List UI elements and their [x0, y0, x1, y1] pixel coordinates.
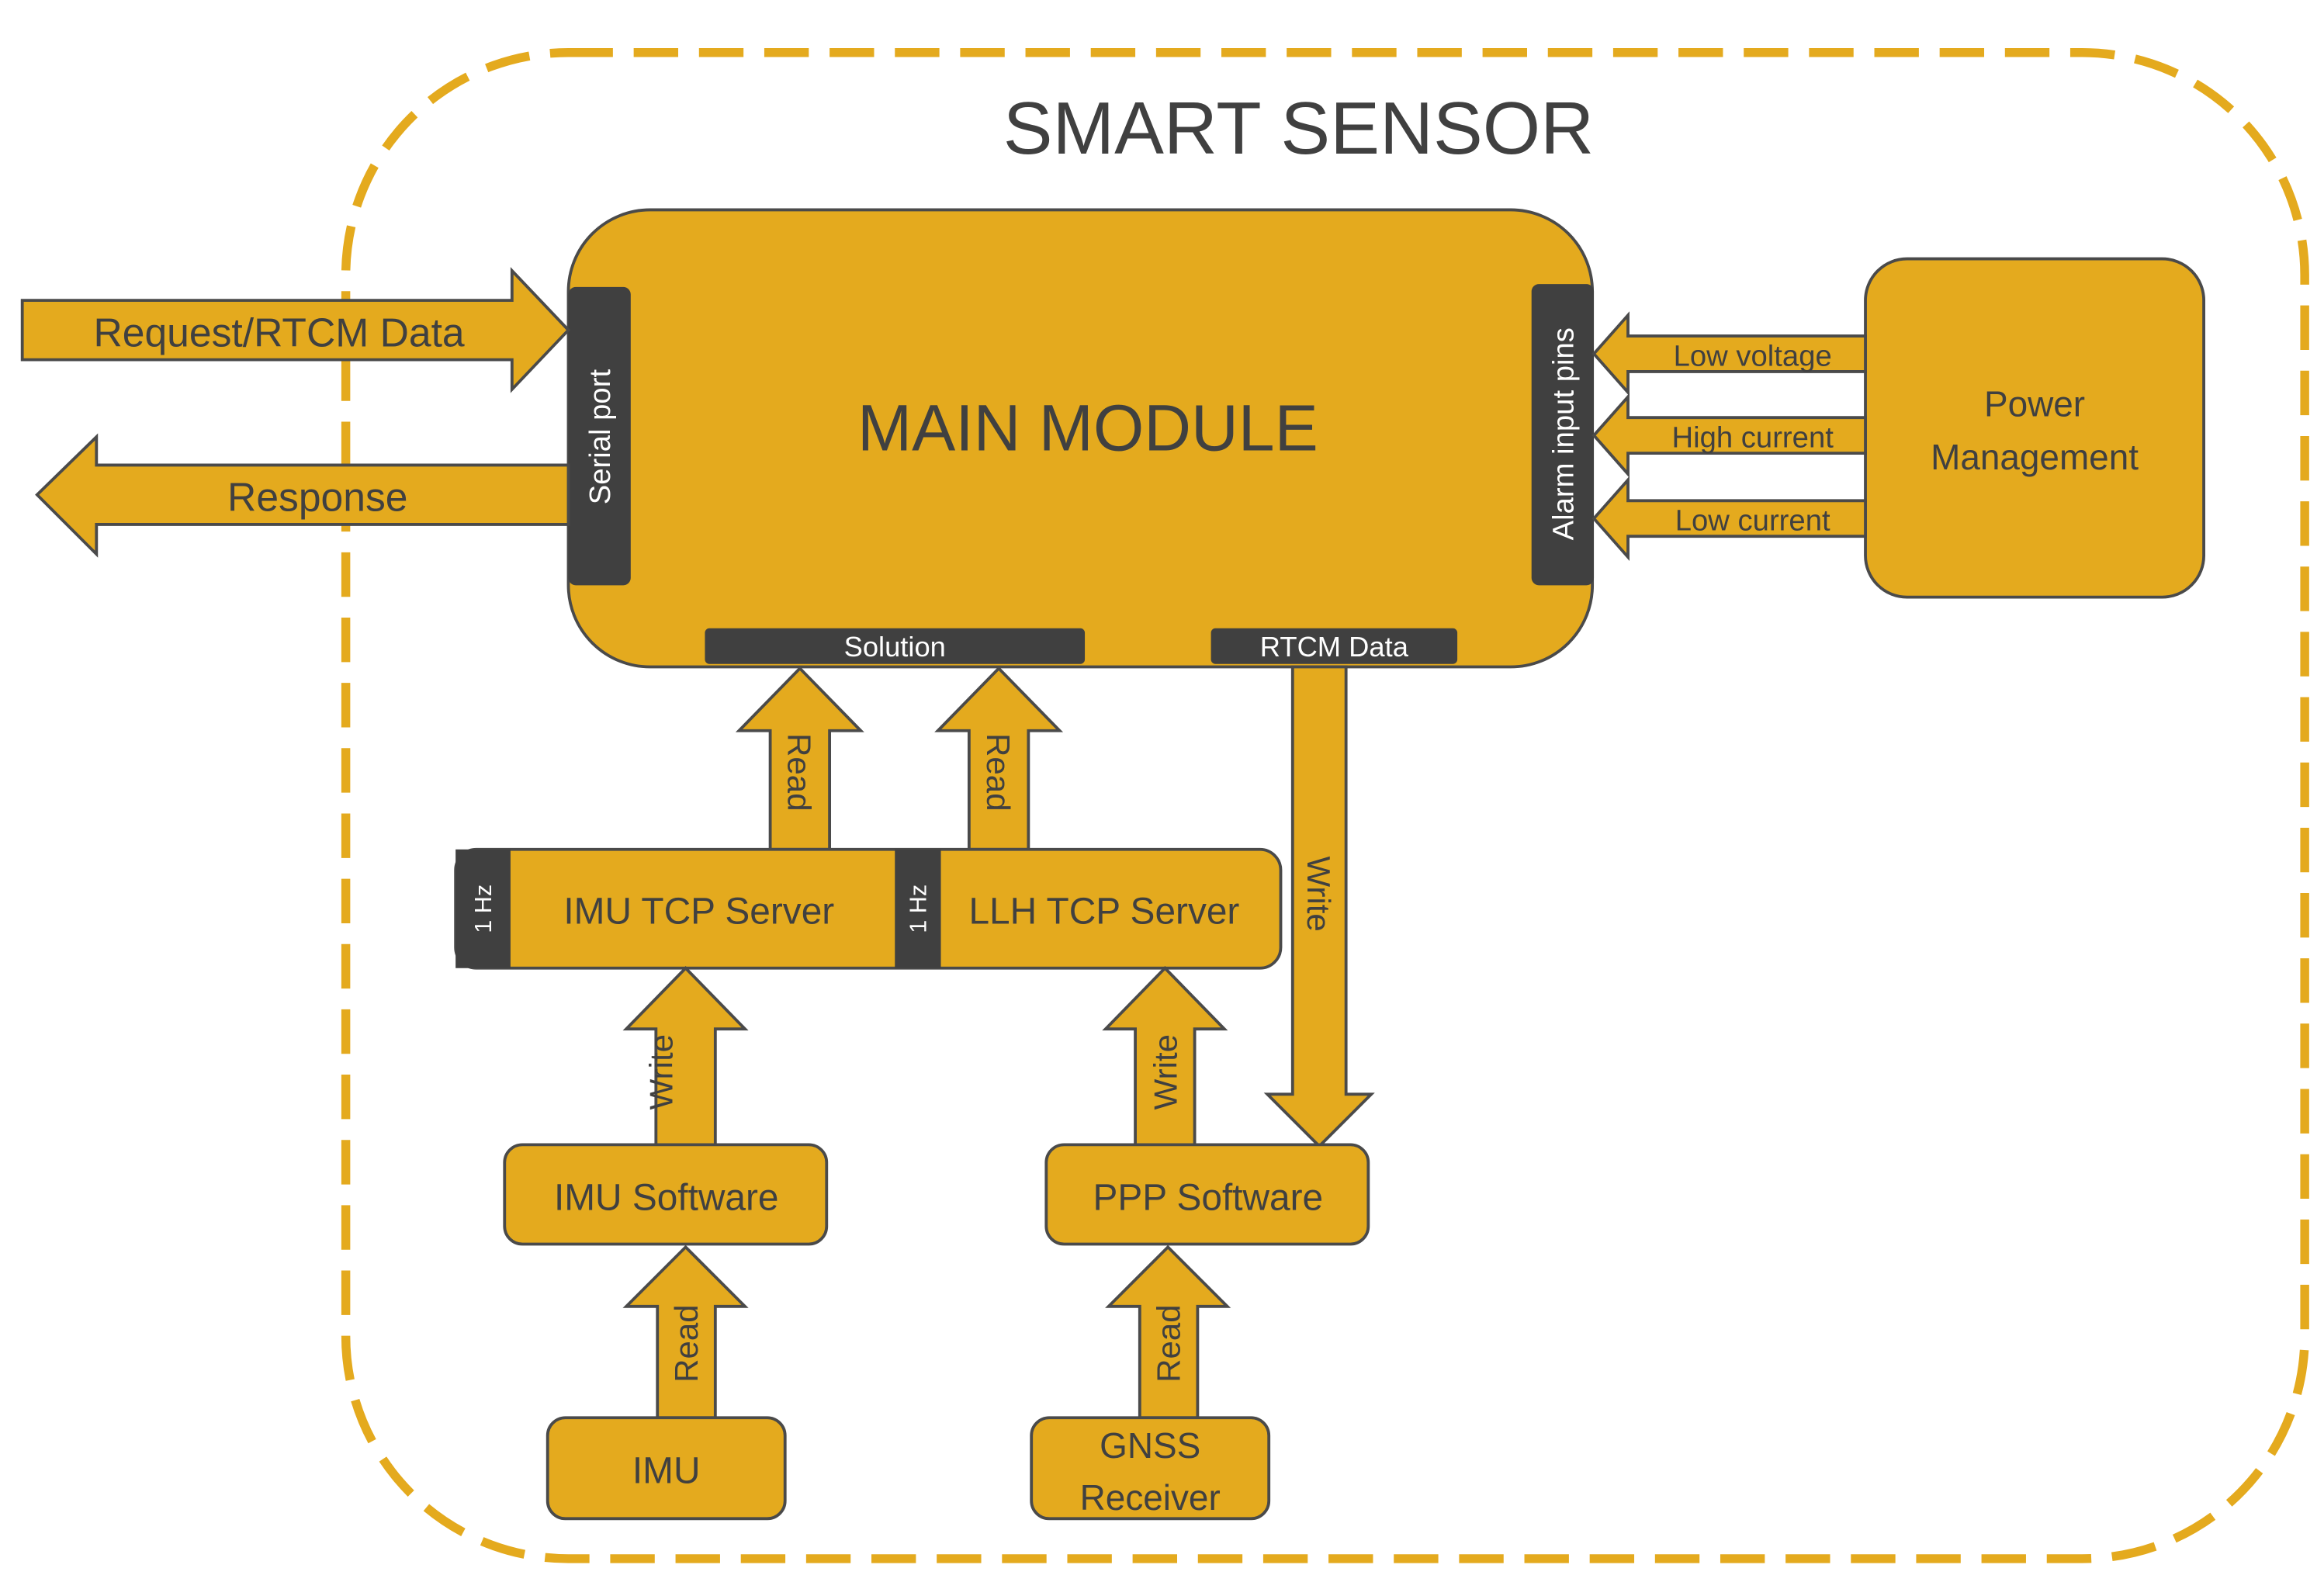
- smart-sensor-boundary: [341, 48, 2309, 1563]
- imu-software-write-label: Write: [642, 1034, 679, 1110]
- imu-server-rate-bar: [455, 849, 511, 968]
- imu-server-read-arrow: [735, 666, 864, 851]
- imu-read-label: Read: [668, 1304, 705, 1383]
- gnss-read-label: Read: [1150, 1304, 1186, 1383]
- gnss-read-arrow: [1105, 1245, 1231, 1420]
- low-current-arrow: [1591, 476, 1867, 562]
- llh-server-read-label: Read: [980, 733, 1017, 812]
- imu-tcp-server-label[interactable]: IMU TCP Server: [563, 891, 834, 932]
- request-arrow: [20, 267, 571, 393]
- llh-server-rate-bar: [895, 849, 941, 968]
- ppp-software-write-arrow: [1102, 966, 1228, 1147]
- gnss-label-line1: GNSS: [1100, 1425, 1200, 1466]
- serial-port-label: Serial port: [584, 369, 617, 505]
- gnss-receiver-box[interactable]: [1030, 1416, 1271, 1521]
- power-management-label-line2: Management: [1931, 437, 2139, 477]
- low-current-label: Low current: [1675, 504, 1830, 538]
- low-voltage-label: Low voltage: [1674, 339, 1832, 372]
- imu-read-arrow: [622, 1245, 749, 1420]
- solution-bar[interactable]: [705, 628, 1086, 664]
- solution-label: Solution: [844, 631, 946, 663]
- imu-software-box[interactable]: [503, 1143, 829, 1246]
- gnss-label-line2: Receiver: [1080, 1477, 1221, 1518]
- imu-software-label: IMU Software: [554, 1178, 779, 1219]
- imu-server-rate-label: 1 Hz: [470, 885, 497, 933]
- llh-server-rate-label: 1 Hz: [905, 885, 931, 933]
- llh-server-read-arrow: [934, 666, 1064, 851]
- ppp-software-label: PPP Software: [1093, 1178, 1323, 1219]
- response-arrow: [35, 433, 570, 558]
- response-label: Response: [227, 475, 407, 520]
- ppp-software-write-label: Write: [1148, 1034, 1184, 1110]
- alarm-pins-label: Alarm input pins: [1546, 327, 1580, 540]
- ppp-software-box[interactable]: [1044, 1143, 1370, 1246]
- power-management-box[interactable]: [1864, 257, 2205, 599]
- alarm-pins-bar[interactable]: [1531, 284, 1595, 586]
- imu-server-read-label: Read: [781, 733, 818, 812]
- diagram-title: SMART SENSOR: [1003, 87, 1595, 170]
- llh-tcp-server-label[interactable]: LLH TCP Server: [968, 891, 1239, 932]
- rtcm-data-bar[interactable]: [1210, 628, 1458, 664]
- rtcm-data-label: RTCM Data: [1260, 631, 1409, 663]
- rtcm-write-label: Write: [1301, 856, 1337, 931]
- rtcm-write-arrow: [1263, 665, 1375, 1148]
- main-module-label: MAIN MODULE: [857, 391, 1318, 464]
- low-voltage-arrow: [1591, 311, 1867, 396]
- imu-box[interactable]: [545, 1416, 787, 1521]
- power-management-label-line1: Power: [1984, 383, 2085, 424]
- high-current-label: High current: [1672, 421, 1834, 454]
- high-current-arrow: [1591, 393, 1867, 478]
- imu-software-write-arrow: [622, 966, 749, 1147]
- imu-label: IMU: [632, 1450, 701, 1491]
- serial-port-bar[interactable]: [568, 286, 631, 586]
- request-label: Request/RTCM Data: [93, 310, 464, 355]
